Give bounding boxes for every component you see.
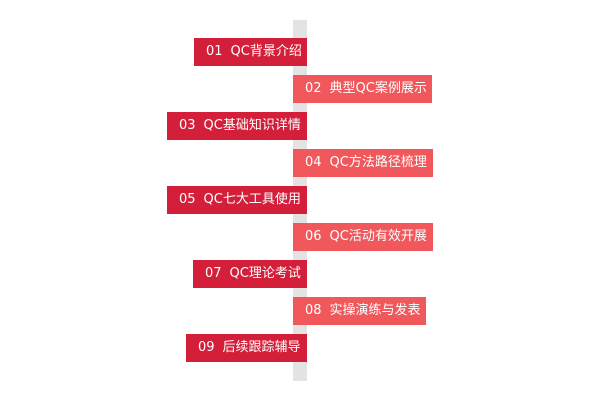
step-label: 实操演练与发表 [329, 303, 421, 318]
step-label: QC七大工具使用 [203, 192, 301, 207]
step-number: 02 [305, 81, 322, 96]
step-label: QC基础知识详情 [203, 118, 301, 133]
step-06: 06 QC活动有效开展 [293, 223, 433, 251]
step-09: 09 后续跟踪辅导 [186, 334, 307, 362]
step-label: 后续跟踪辅导 [222, 340, 301, 355]
step-label: QC方法路径梳理 [329, 155, 427, 170]
step-05: 05 QC七大工具使用 [167, 186, 307, 214]
step-label: QC活动有效开展 [329, 229, 427, 244]
step-label: 典型QC案例展示 [329, 81, 427, 96]
step-number: 04 [305, 155, 322, 170]
step-number: 03 [179, 118, 196, 133]
step-02: 02 典型QC案例展示 [293, 75, 432, 103]
step-number: 06 [305, 229, 322, 244]
step-07: 07 QC理论考试 [193, 260, 307, 288]
step-number: 09 [198, 340, 215, 355]
step-label: QC背景介绍 [230, 44, 302, 59]
step-number: 08 [305, 303, 322, 318]
step-08: 08 实操演练与发表 [293, 297, 426, 325]
step-03: 03 QC基础知识详情 [167, 112, 307, 140]
step-04: 04 QC方法路径梳理 [293, 149, 433, 177]
step-number: 05 [179, 192, 196, 207]
step-number: 07 [205, 266, 222, 281]
step-number: 01 [206, 44, 223, 59]
step-label: QC理论考试 [229, 266, 301, 281]
step-01: 01 QC背景介绍 [194, 38, 307, 66]
